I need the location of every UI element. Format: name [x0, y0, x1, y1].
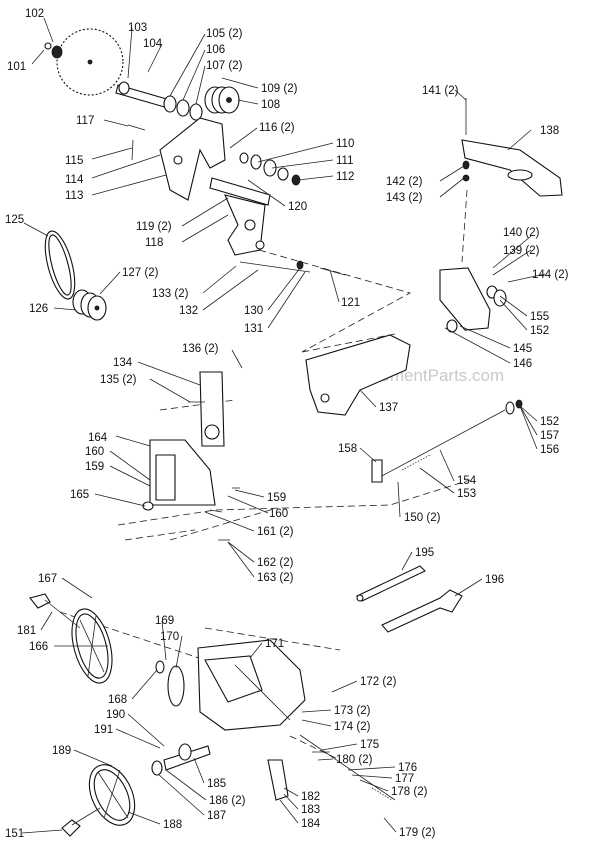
callout-labels: 101 102 103 104 105 (2) 106 107 (2) 108 …	[5, 8, 569, 840]
callout-label: 152	[540, 416, 559, 428]
callout-label: 180 (2)	[336, 754, 373, 766]
callout-label: 142 (2)	[386, 176, 423, 188]
callout-label: 165	[70, 489, 89, 501]
callout-label: 173 (2)	[334, 705, 371, 717]
callout-label: 120	[288, 201, 307, 213]
callout-label: 136 (2)	[182, 343, 219, 355]
callout-label: 131	[244, 323, 263, 335]
callout-label: 104	[143, 38, 163, 50]
callout-label: 158	[338, 443, 357, 455]
callout-label: 114	[65, 174, 84, 186]
callout-label: 150 (2)	[404, 512, 441, 524]
callout-label: 101	[7, 61, 26, 73]
callout-label: 195	[415, 547, 434, 559]
callout-label: 116 (2)	[259, 122, 295, 134]
wrench-tools	[356, 565, 463, 633]
callout-label: 196	[485, 574, 504, 586]
callout-label: 185	[207, 778, 226, 790]
callout-label: 127 (2)	[122, 267, 159, 279]
callout-label: 140 (2)	[503, 227, 540, 239]
callout-label: 126	[29, 303, 48, 315]
callout-label: 164	[88, 432, 108, 444]
callout-label: 178 (2)	[391, 786, 428, 798]
callout-label: 134	[113, 357, 133, 369]
callout-label: 119 (2)	[136, 221, 172, 233]
callout-label: 137	[379, 402, 398, 414]
callout-label: 159	[267, 492, 286, 504]
callout-label: 162 (2)	[257, 557, 294, 569]
callout-label: 118	[145, 237, 163, 249]
callout-label: 117	[76, 115, 94, 127]
callout-label: 145	[513, 343, 532, 355]
callout-label: 191	[94, 724, 113, 736]
callout-label: 132	[179, 305, 198, 317]
callout-label: 170	[160, 631, 179, 643]
callout-label: 161 (2)	[257, 526, 294, 538]
callout-label: 176	[398, 762, 417, 774]
callout-label: 109 (2)	[261, 83, 298, 95]
callout-label: 163 (2)	[257, 572, 294, 584]
callout-label: 184	[301, 818, 321, 830]
callout-label: 144 (2)	[532, 269, 569, 281]
callout-label: 155	[530, 311, 549, 323]
callout-label: 143 (2)	[386, 192, 423, 204]
callout-label: 189	[52, 745, 71, 757]
callout-label: 112	[336, 171, 354, 183]
callout-label: 174 (2)	[334, 721, 371, 733]
callout-label: 130	[244, 305, 263, 317]
callout-label: 115	[65, 155, 83, 167]
callout-label: 159	[85, 461, 104, 473]
saw-blade	[56, 28, 124, 96]
callout-label: 156	[540, 444, 559, 456]
callout-label: 172 (2)	[360, 676, 397, 688]
callout-label: 107 (2)	[206, 60, 243, 72]
callout-label: 121	[341, 297, 360, 309]
callout-label: 177	[395, 773, 414, 785]
handwheel-upper	[71, 608, 113, 684]
callout-label: 169	[155, 615, 174, 627]
callout-label: 175	[360, 739, 379, 751]
callout-label: 167	[38, 573, 57, 585]
callout-label: 160	[85, 446, 104, 458]
callout-label: 110	[336, 138, 354, 150]
callout-label: 160	[269, 508, 288, 520]
callout-label: 125	[5, 214, 24, 226]
callout-label: 186 (2)	[209, 795, 246, 807]
callout-label: 153	[457, 488, 476, 500]
callout-label: 166	[29, 641, 48, 653]
callout-label: 151	[5, 828, 24, 840]
callout-label: 188	[163, 819, 182, 831]
callout-label: 138	[540, 125, 559, 137]
callout-label: 168	[108, 694, 127, 706]
callout-label: 171	[265, 638, 284, 650]
callout-label: 111	[336, 155, 353, 167]
callout-label: 182	[301, 791, 320, 803]
callout-label: 179 (2)	[399, 827, 436, 839]
callout-label: 187	[207, 810, 226, 822]
callout-label: 102	[25, 8, 44, 20]
callout-label: 135 (2)	[100, 374, 137, 386]
callout-label: 154	[457, 475, 477, 487]
callout-label: 146	[513, 358, 532, 370]
callout-label: 103	[128, 22, 147, 34]
callout-label: 113	[65, 190, 83, 202]
callout-label: 152	[530, 325, 549, 337]
callout-label: 181	[17, 625, 36, 637]
callout-label: 183	[301, 804, 320, 816]
callout-label: 190	[106, 709, 125, 721]
callout-label: 157	[540, 430, 559, 442]
callout-label: 108	[261, 99, 280, 111]
parts-artwork	[29, 28, 563, 837]
callout-label: 133 (2)	[152, 288, 189, 300]
callout-label: 139 (2)	[503, 245, 540, 257]
leader-lines	[21, 17, 546, 834]
assembly-dashed-lines	[59, 189, 471, 761]
callout-label: 141 (2)	[422, 85, 459, 97]
handwheel-lower	[88, 764, 136, 826]
callout-label: 106	[206, 44, 225, 56]
callout-label: 105 (2)	[206, 28, 243, 40]
